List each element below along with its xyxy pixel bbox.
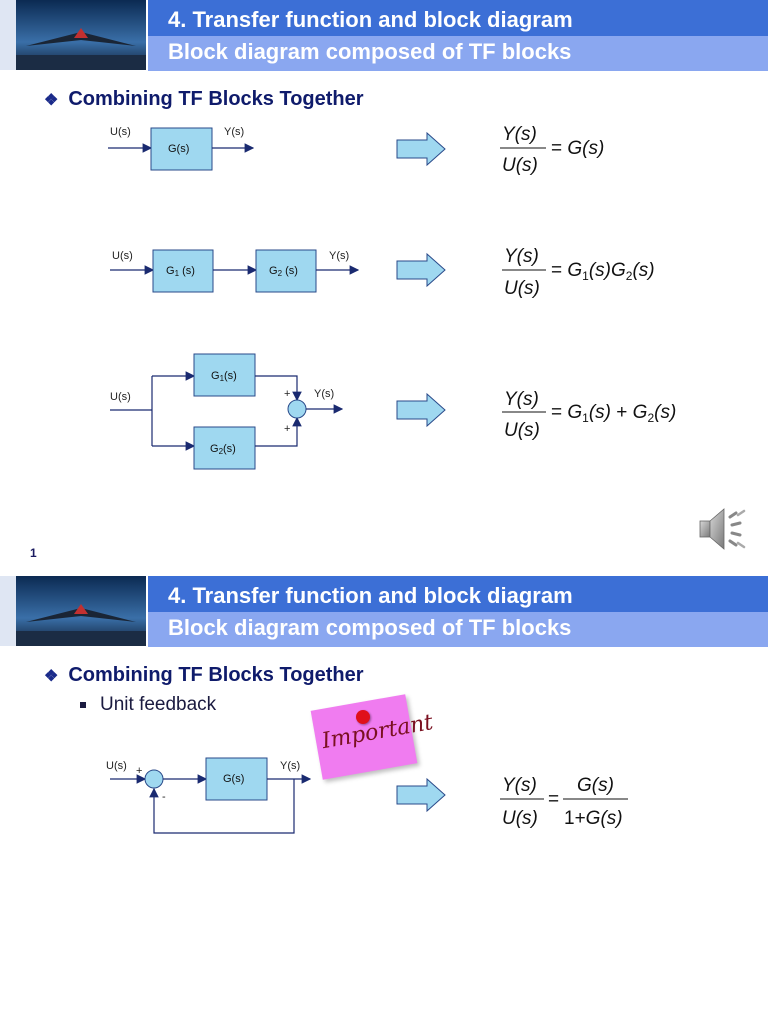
svg-text:1+G(s): 1+G(s) (564, 808, 623, 829)
svg-text:= G1(s)G2(s): = G1(s)G2(s) (551, 260, 655, 283)
slide-title: 4. Transfer function and block diagram (168, 583, 573, 608)
parallel-block-2 (193, 426, 256, 470)
slide-subtitle: Block diagram composed of TF blocks (168, 39, 572, 64)
parallel-output-label: Y(s) (314, 388, 334, 400)
aircraft-image (16, 576, 146, 646)
slide-2: 4. Transfer function and block diagram B… (0, 576, 768, 1024)
page-number: 1 (30, 546, 37, 560)
diamond-bullet-icon: ❖ (44, 92, 59, 109)
svg-text:Y(s): Y(s) (502, 775, 537, 796)
svg-text:= G(s): = G(s) (551, 138, 604, 159)
single-block (150, 127, 213, 171)
series-block-diagram: U(s) G1 (s) G2 (s) Y(s) (110, 249, 360, 293)
svg-text:G(s): G(s) (577, 775, 614, 796)
right-arrow-icon (396, 252, 446, 288)
summing-junction (287, 399, 307, 419)
slide-subtitle-bar: Block diagram composed of TF blocks (148, 36, 768, 71)
series-block-2 (255, 249, 317, 293)
slide-subtitle-bar: Block diagram composed of TF blocks (148, 612, 768, 647)
sub-bullet-text: Unit feedback (100, 694, 217, 715)
right-arrow-icon (396, 392, 446, 428)
series-output-label: Y(s) (329, 250, 349, 262)
svg-text:U(s): U(s) (502, 808, 538, 829)
feedback-input-label: U(s) (106, 760, 127, 772)
feedback-diagram: U(s) + - G(s) Y(s) Y(s) U(s) = G(s) 1+G(… (106, 757, 628, 834)
equation-series: Y(s) U(s) = G1(s)G2(s) (502, 246, 655, 299)
sub-bullet-unit-feedback: Unit feedback (80, 694, 216, 716)
feedback-block-label: G(s) (223, 773, 244, 785)
pushpin-icon (356, 710, 370, 724)
square-bullet-icon (80, 701, 86, 708)
slide-title: 4. Transfer function and block diagram (168, 7, 573, 32)
single-block-diagram: U(s) G(s) Y(s) (108, 126, 255, 171)
svg-text:Y(s): Y(s) (504, 389, 539, 410)
header-accent (0, 576, 16, 646)
feedback-output-label: Y(s) (280, 760, 300, 772)
parallel-block-2-label: G2(s) (210, 443, 236, 456)
series-block-2-label: G2 (s) (269, 265, 298, 278)
feedback-block (205, 757, 268, 801)
series-block-1-label: G1 (s) (166, 265, 195, 278)
parallel-block-1-label: G1(s) (211, 370, 237, 383)
sign-top: + (284, 388, 290, 400)
svg-text:U(s): U(s) (504, 420, 540, 441)
single-output-label: Y(s) (224, 126, 244, 138)
parallel-input-label: U(s) (110, 391, 131, 403)
svg-text:Y(s): Y(s) (504, 246, 539, 267)
slide-title-bar: 4. Transfer function and block diagram (148, 0, 768, 36)
sign-plus: + (136, 765, 142, 777)
speaker-icon[interactable] (698, 503, 750, 555)
bullet-combining: ❖ Combining TF Blocks Together (44, 88, 364, 111)
bullet-text: Combining TF Blocks Together (68, 664, 364, 686)
svg-text:= G1(s) + G2(s): = G1(s) + G2(s) (551, 402, 676, 425)
svg-text:=: = (548, 789, 559, 810)
svg-text:U(s): U(s) (504, 278, 540, 299)
equation-parallel: Y(s) U(s) = G1(s) + G2(s) (502, 389, 676, 441)
bullet-combining: ❖ Combining TF Blocks Together (44, 664, 364, 687)
equation-feedback: Y(s) U(s) = G(s) 1+G(s) (500, 775, 628, 829)
slide-1: 4. Transfer function and block diagram B… (0, 0, 768, 560)
bullet-text: Combining TF Blocks Together (68, 88, 364, 110)
svg-text:U(s): U(s) (502, 155, 538, 176)
diamond-bullet-icon: ❖ (44, 668, 59, 685)
summing-junction (144, 769, 164, 789)
right-arrow-icon (396, 131, 446, 167)
equation-single: Y(s) U(s) = G(s) (500, 124, 604, 176)
right-arrow-icon (396, 777, 446, 813)
slide-subtitle: Block diagram composed of TF blocks (168, 615, 572, 640)
sign-minus: - (162, 791, 166, 803)
svg-text:Y(s): Y(s) (502, 124, 537, 145)
feedback-path (149, 779, 295, 834)
aircraft-image (16, 0, 146, 70)
parallel-block-1 (193, 353, 256, 397)
sign-bottom: + (284, 423, 290, 435)
slide-title-bar: 4. Transfer function and block diagram (148, 576, 768, 612)
single-input-label: U(s) (110, 126, 131, 138)
parallel-block-diagram: U(s) G1(s) G2(s) + + Y(s) (110, 353, 344, 470)
series-block-1 (152, 249, 214, 293)
slide1-diagrams: U(s) G(s) Y(s) U(s) G1 (s) G2 (s) Y(s) U… (108, 124, 676, 470)
series-input-label: U(s) (112, 250, 133, 262)
single-block-label: G(s) (168, 143, 189, 155)
header-accent (0, 0, 16, 70)
